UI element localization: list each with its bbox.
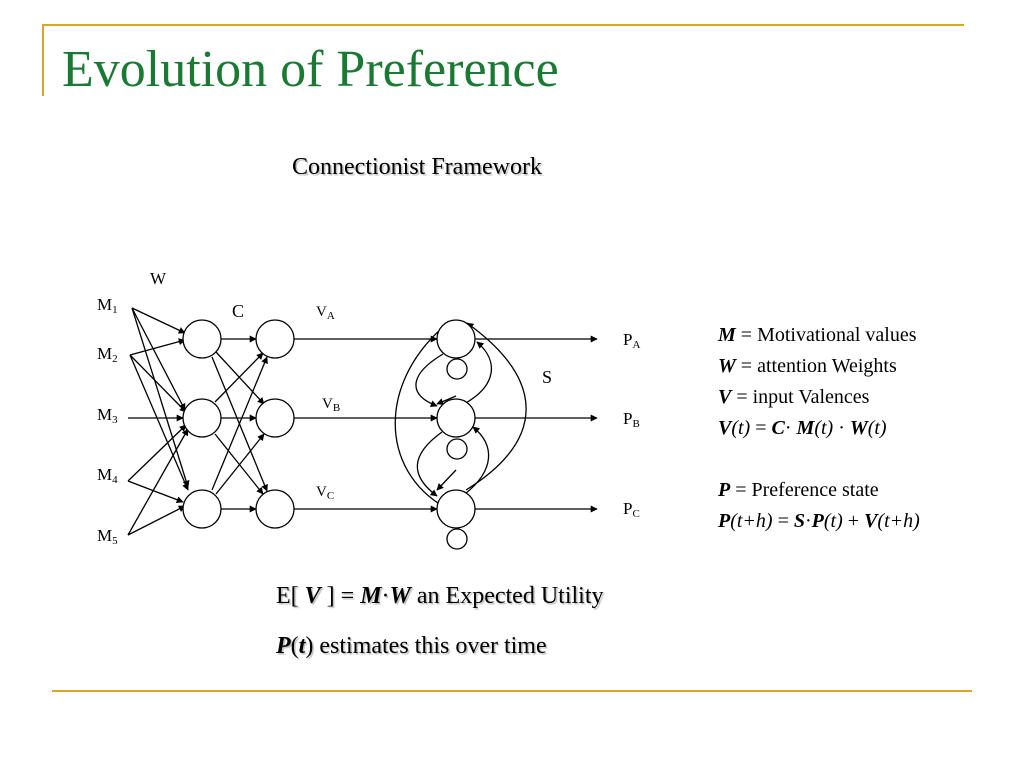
edge-m4-n3: [127, 480, 184, 504]
edge-m4-n2: [127, 424, 187, 482]
edge-c-2-3: [214, 433, 264, 495]
edge-m2-n2: [129, 354, 187, 413]
edge-c-2-1: [214, 352, 264, 403]
feedback-arc-a-c-left: [394, 322, 449, 509]
slide-title: Evolution of Preference: [62, 41, 559, 98]
label-pb: PB: [623, 409, 640, 430]
legend-preference-equation: P(t+h) = S·P(t) + V(t+h): [718, 510, 920, 532]
node-self-b: [446, 438, 468, 460]
label-va: VA: [316, 304, 335, 322]
slide-subtitle: Connectionist Framework: [292, 154, 542, 180]
expected-utility-line: E[ V ] = M·W an Expected Utility: [276, 583, 604, 609]
feedback-arc-c-b-right: [464, 426, 490, 495]
label-vb: VB: [322, 396, 341, 414]
feedback-arc-b-a-right: [463, 341, 492, 405]
feedback-arc-c-a-right: [465, 322, 527, 491]
legend-valence-equation: V(t) = C· M(t) · W(t): [718, 417, 887, 439]
edge-m1-n3: [131, 307, 190, 488]
label-m5: M5: [97, 526, 118, 547]
node-self-a: [446, 358, 468, 380]
node-layer1-a: [182, 319, 222, 359]
feedback-arc-b-c-left: [416, 431, 443, 497]
edge-m2-n1: [129, 338, 186, 356]
contrast-label: C: [232, 301, 245, 321]
label-m2: M2: [97, 344, 118, 365]
edge-m5-n2: [127, 428, 189, 536]
node-self-c: [446, 528, 468, 550]
label-vc: VC: [316, 484, 335, 502]
edge-c-3-2: [215, 433, 265, 495]
edge-c-1-2: [215, 351, 265, 405]
node-preference-a: [436, 319, 476, 359]
node-layer2-a: [255, 319, 295, 359]
legend-m: M = Motivational values: [718, 324, 917, 346]
edge-c-top: [436, 469, 457, 491]
node-layer1-b: [182, 398, 222, 438]
feedback-arc-a-b-left: [415, 353, 444, 408]
frame-top-rule: [42, 24, 964, 26]
node-layer2-b: [255, 398, 295, 438]
edge-m2-n3: [129, 354, 189, 491]
label-pa: PA: [623, 330, 641, 351]
feedback-label: S: [542, 367, 553, 387]
node-preference-c: [436, 489, 476, 529]
edge-m1-n2: [131, 307, 186, 411]
node-preference-b: [436, 398, 476, 438]
weights-label: W: [150, 269, 167, 288]
legend-v: V = input Valences: [718, 386, 870, 408]
frame-left-rule: [42, 24, 44, 96]
label-m1: M1: [97, 295, 118, 316]
label-pc: PC: [623, 499, 640, 520]
edge-c-3-1: [211, 356, 268, 491]
estimation-line: P(t) estimates this over time: [276, 633, 547, 659]
edge-b-top: [436, 395, 457, 405]
legend: M = Motivational values W = attention We…: [718, 320, 920, 537]
label-m4: M4: [97, 465, 118, 486]
label-m3: M3: [97, 405, 118, 426]
edge-m1-n1: [131, 307, 186, 334]
legend-p: P = Preference state: [718, 479, 879, 501]
frame-bottom-rule: [52, 690, 972, 692]
node-layer2-c: [255, 489, 295, 529]
edge-m5-n3: [127, 505, 186, 536]
legend-w: W = attention Weights: [718, 355, 897, 377]
node-layer1-c: [182, 489, 222, 529]
